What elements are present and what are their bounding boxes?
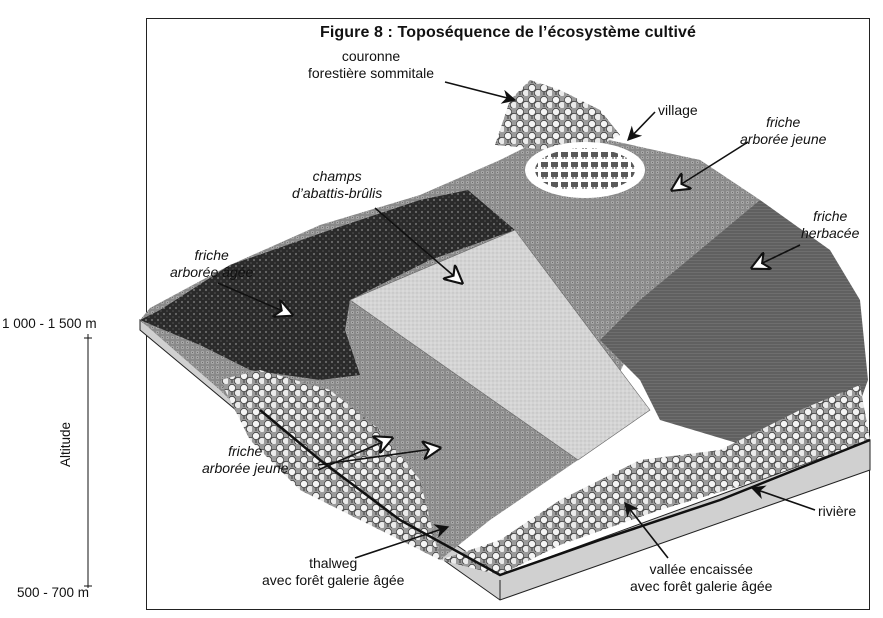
figure-title: Figure 8 : Toposéquence de l’écosystème … [146, 24, 870, 42]
label-friche-agee: frichearborée âgée [170, 247, 253, 281]
altitude-bottom-label: 500 - 700 m [17, 585, 89, 600]
arrow-village [628, 112, 655, 140]
label-riviere: rivière [818, 503, 856, 520]
label-friche-jeune-top: frichearborée jeune [740, 114, 826, 148]
label-champs: champsd’abattis-brûlis [292, 168, 382, 202]
arrow-couronne [445, 82, 515, 100]
altitude-top-label: 1 000 - 1 500 m [2, 316, 97, 331]
zone-summit-crown [495, 80, 620, 150]
altitude-axis-label: Altitude [58, 419, 73, 470]
label-friche-jeune-bottom: frichearborée jeune [202, 443, 288, 477]
label-vallee: vallée encaisséeavec forêt galerie âgée [630, 561, 772, 595]
label-couronne: couronneforestière sommitale [308, 48, 434, 82]
label-friche-herbacee: fricheherbacée [801, 208, 859, 242]
label-village: village [658, 102, 698, 119]
label-thalweg: thalwegavec forêt galerie âgée [262, 555, 404, 589]
village-houses [535, 148, 635, 192]
